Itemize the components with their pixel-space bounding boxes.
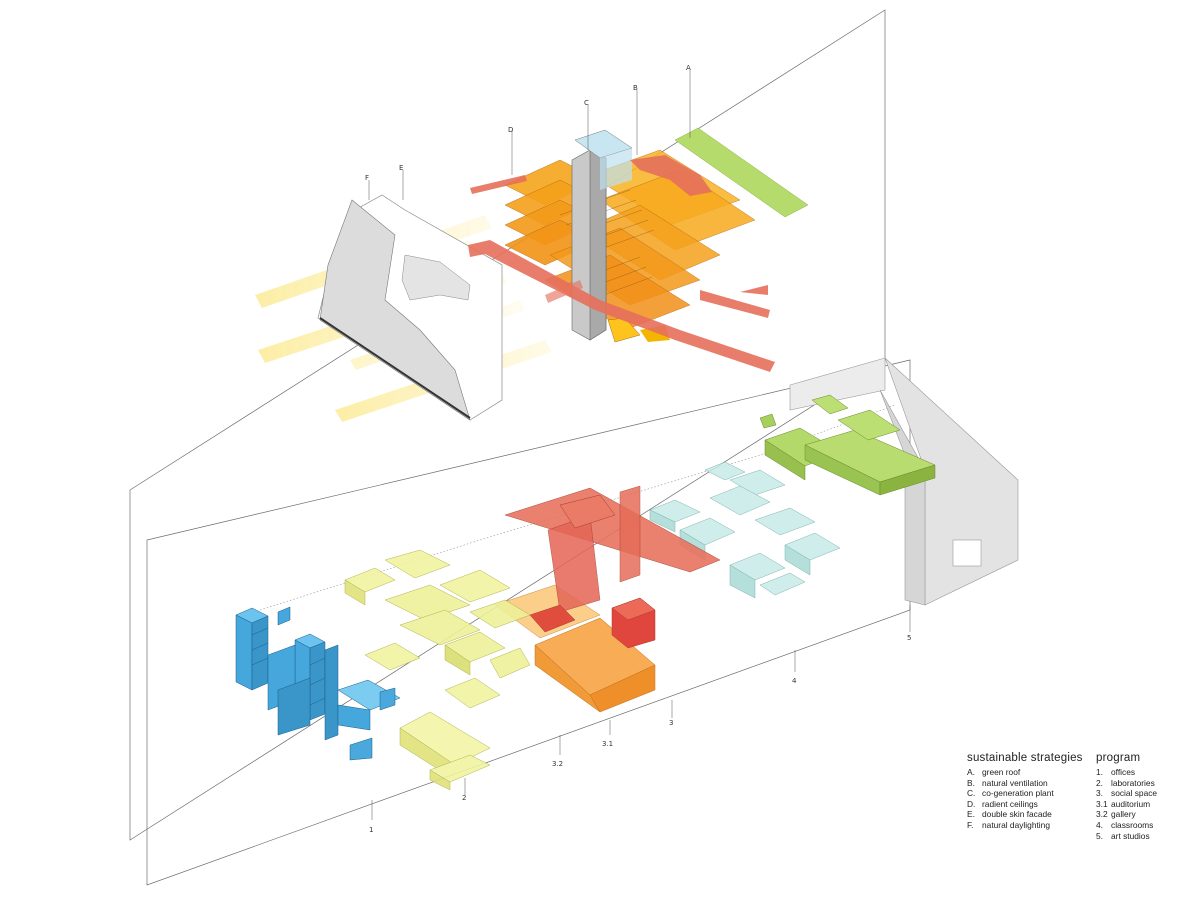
legend-label: classrooms	[1111, 819, 1154, 830]
tag-3-1: 3.1	[602, 740, 613, 748]
tag-3-2: 3.2	[552, 760, 563, 768]
program-tags	[371, 605, 911, 820]
offices-blocks	[235, 606, 401, 761]
strategy-tags	[368, 70, 691, 200]
legend-key: 2.	[1096, 777, 1103, 788]
laboratories-blocks	[344, 549, 531, 791]
legend-key: 4.	[1096, 819, 1103, 830]
legend-item: F. natural daylighting	[967, 820, 1092, 831]
legend-key: 3.	[1096, 788, 1103, 799]
legend-key: F.	[967, 819, 974, 830]
classrooms-blocks	[649, 461, 841, 599]
green-roof	[674, 127, 809, 218]
legend-key: D.	[967, 798, 976, 809]
tag-2: 2	[462, 794, 466, 802]
legend-key: 3.1	[1096, 798, 1108, 809]
tag-E: E	[399, 164, 403, 172]
tag-F: F	[365, 174, 369, 182]
legend-key: A.	[967, 767, 975, 777]
legend-label: radient ceilings	[982, 798, 1038, 809]
legend-label: art studios	[1111, 830, 1150, 841]
legend-key: 3.2	[1096, 809, 1108, 820]
legend-key: B.	[967, 777, 975, 788]
tag-1: 1	[369, 826, 373, 834]
tag-B: B	[633, 84, 638, 92]
tag-5: 5	[907, 634, 911, 642]
legend-item: A. green roof	[967, 767, 1092, 778]
legend-label: green roof	[982, 767, 1021, 777]
tag-C: C	[584, 99, 589, 107]
legend-item: C. co-generation plant	[967, 788, 1092, 799]
legend-label: double skin facade	[982, 809, 1052, 820]
legend-item: E. double skin facade	[967, 809, 1092, 820]
legend-label: natural ventilation	[982, 777, 1048, 788]
legend-item: 2. laboratories	[1096, 778, 1196, 789]
tag-A: A	[686, 64, 691, 72]
legend-label: gallery	[1111, 809, 1136, 820]
legend-item: B. natural ventilation	[967, 778, 1092, 789]
legend-key: 5.	[1096, 830, 1103, 841]
legend-key: C.	[967, 788, 976, 799]
double-skin-facade	[317, 194, 503, 421]
strategies-legend: sustainable strategies A. green roof B. na…	[967, 752, 1092, 831]
legend-item: 1. offices	[1096, 767, 1196, 778]
legend-item: 4. classrooms	[1096, 820, 1196, 831]
legend-item: 3. social space	[1096, 788, 1196, 799]
legend-label: co-generation plant	[982, 788, 1054, 799]
legend-label: social space	[1111, 788, 1158, 799]
legend-label: auditorium	[1111, 798, 1151, 809]
tag-4: 4	[792, 677, 797, 685]
program-heading: program	[1096, 752, 1141, 764]
tag-3: 3	[669, 719, 673, 727]
legend-label: offices	[1111, 767, 1136, 777]
legend-item: 5. art studios	[1096, 831, 1196, 842]
natural-ventilation-arrows	[468, 155, 775, 372]
program-legend: program 1. offices 2. laboratories 3. socia…	[1096, 752, 1196, 841]
gallery-auditorium-blocks	[504, 485, 721, 649]
art-studios-blocks	[759, 394, 936, 496]
existing-building	[789, 357, 1019, 606]
tag-D: D	[508, 126, 513, 134]
legend-key: E.	[967, 809, 975, 820]
legend-item: D. radient ceilings	[967, 799, 1092, 810]
strategies-heading: sustainable strategies	[967, 752, 1083, 764]
co-generation-plant	[571, 129, 633, 341]
legend-label: laboratories	[1111, 777, 1155, 788]
legend-label: natural daylighting	[982, 819, 1050, 830]
legend-key: 1.	[1096, 767, 1103, 777]
